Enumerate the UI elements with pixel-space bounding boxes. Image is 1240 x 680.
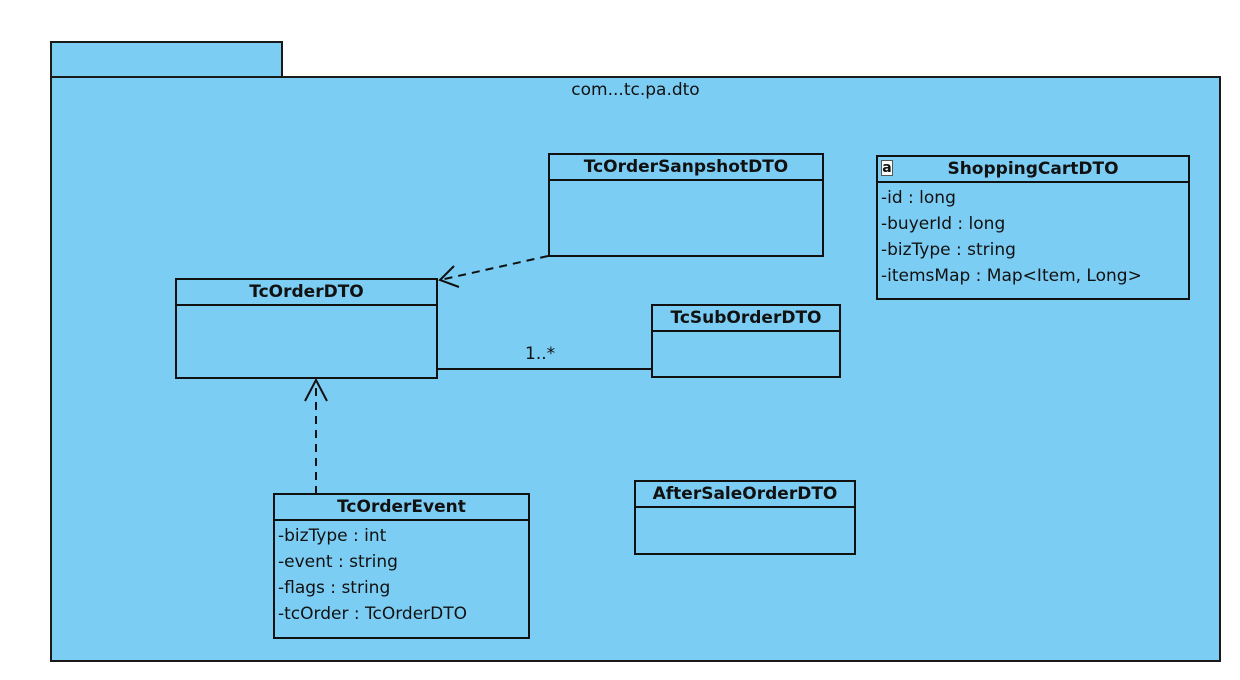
- class-tc-order-dto[interactable]: TcOrderDTO: [175, 278, 438, 379]
- class-after-sale-order-dto[interactable]: AfterSaleOrderDTO: [634, 480, 856, 555]
- attribute: -tcOrder : TcOrderDTO: [278, 604, 468, 624]
- package-name: com...tc.pa.dto: [571, 80, 700, 100]
- class-header: a ShoppingCartDTO: [878, 157, 1188, 183]
- attribute: -flags : string: [278, 578, 391, 598]
- class-name: AfterSaleOrderDTO: [636, 482, 854, 508]
- package-tab: [50, 41, 283, 76]
- class-name: ShoppingCartDTO: [947, 159, 1119, 179]
- attribute-list: -bizType : int -event : string -flags : …: [275, 521, 528, 627]
- attribute-list: -id : long -buyerId : long -bizType : st…: [878, 183, 1188, 289]
- attribute: -bizType : int: [278, 526, 387, 546]
- multiplicity-label: 1..*: [525, 344, 556, 364]
- class-name: TcOrderEvent: [275, 495, 528, 521]
- class-tc-sub-order-dto[interactable]: TcSubOrderDTO: [651, 304, 841, 378]
- class-tc-order-snapshot-dto[interactable]: TcOrderSanpshotDTO: [548, 153, 824, 257]
- attribute: -id : long: [881, 188, 956, 208]
- class-name: TcSubOrderDTO: [653, 306, 839, 332]
- class-name: TcOrderSanpshotDTO: [550, 155, 822, 181]
- class-name: TcOrderDTO: [177, 280, 436, 306]
- attribute: -bizType : string: [881, 240, 1016, 260]
- class-tc-order-event[interactable]: TcOrderEvent -bizType : int -event : str…: [273, 493, 530, 639]
- attribute: -itemsMap : Map<Item, Long>: [881, 266, 1142, 286]
- class-shopping-cart-dto[interactable]: a ShoppingCartDTO -id : long -buyerId : …: [876, 155, 1190, 300]
- attribute: -buyerId : long: [881, 214, 1006, 234]
- abstract-class-icon: a: [881, 160, 893, 176]
- attribute: -event : string: [278, 552, 398, 572]
